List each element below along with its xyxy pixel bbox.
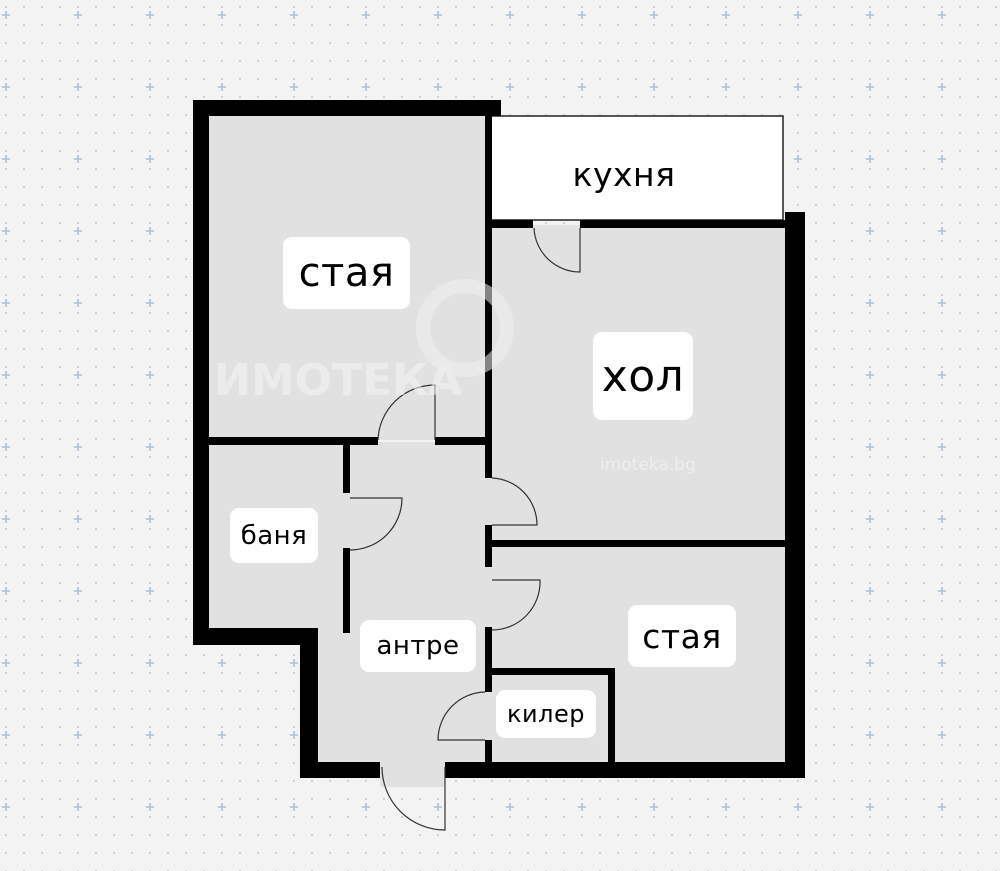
door-entrance	[381, 766, 446, 831]
door-bedroom-top	[377, 384, 436, 441]
watermark: ИМОТЕКА imoteka.bg	[214, 279, 696, 475]
room-label-bedroom-top: стая	[283, 237, 410, 309]
door-storage	[437, 691, 486, 741]
watermark-brand: ИМОТЕКА	[214, 355, 462, 406]
room-label-kitchen: кухня	[560, 145, 688, 203]
room-label-hall: хол	[593, 332, 693, 420]
watermark-logo-icon	[416, 279, 514, 377]
watermark-site: imoteka.bg	[600, 455, 696, 475]
room-label-bathroom: баня	[230, 508, 318, 563]
room-label-entrance: антре	[360, 620, 476, 672]
door-bedroom-bottom	[491, 579, 541, 631]
door-hall	[491, 477, 538, 526]
door-kitchen	[533, 227, 581, 273]
room-label-storage: килер	[496, 690, 596, 738]
room-label-bedroom-bottom: стая	[628, 605, 736, 667]
door-bathroom	[349, 497, 403, 551]
doors	[349, 227, 581, 831]
